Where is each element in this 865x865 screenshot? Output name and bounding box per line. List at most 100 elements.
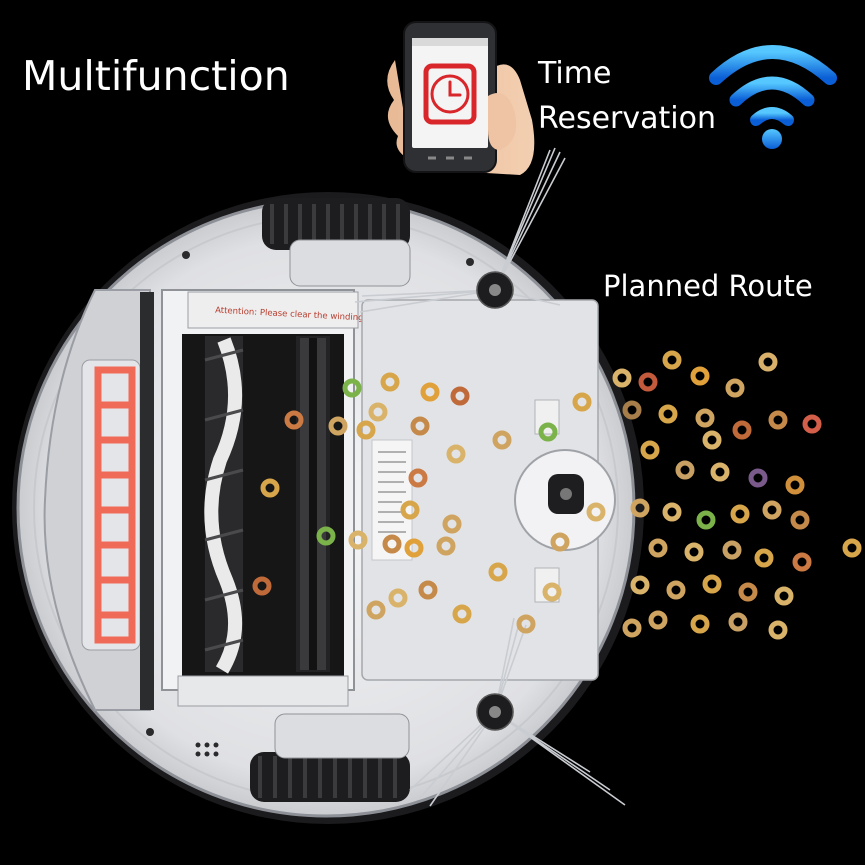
cereal-ring: [492, 430, 512, 450]
cereal-ring: [702, 574, 722, 594]
cereal-ring: [404, 538, 424, 558]
cereal-ring: [722, 540, 742, 560]
cereal-ring: [446, 444, 466, 464]
cereal-ring: [768, 410, 788, 430]
brush-guard-bar: [187, 291, 359, 329]
cereal-ring: [785, 475, 805, 495]
cereal-ring: [728, 612, 748, 632]
cereal-ring: [690, 366, 710, 386]
cereal-ring: [408, 468, 428, 488]
brush-end-cap-bottom: [177, 675, 349, 707]
screw-hole: [146, 728, 154, 736]
cereal-ring: [658, 404, 678, 424]
cereal-ring: [762, 500, 782, 520]
orange-filter: [94, 366, 136, 644]
side-brush-bottom: [409, 617, 626, 807]
cereal-ring: [418, 580, 438, 600]
cereal-ring: [768, 620, 788, 640]
cereal-ring: [400, 500, 420, 520]
bristle-roller: [204, 336, 244, 674]
phone-status-bar: [412, 38, 488, 46]
cereal-ring: [380, 372, 400, 392]
cereal-ring: [640, 440, 660, 460]
phone-in-hand: [387, 21, 535, 175]
cereal-ring: [420, 382, 440, 402]
time-reservation-caption-line2: Reservation: [538, 101, 716, 136]
cereal-ring: [690, 614, 710, 634]
cereal-ring: [366, 600, 386, 620]
thumb: [488, 93, 517, 150]
cereal-ring: [368, 402, 388, 422]
multifunction-caption: Multifunction: [22, 52, 290, 100]
cereal-ring: [550, 532, 570, 552]
cereal-ring: [328, 416, 348, 436]
cereal-ring: [842, 538, 862, 558]
cereal-ring: [675, 460, 695, 480]
cereal-ring: [792, 552, 812, 572]
cereal-ring: [316, 526, 336, 546]
bottom-wheel-hub: [274, 713, 410, 759]
cereal-ring: [586, 502, 606, 522]
cereal-ring: [695, 408, 715, 428]
cereal-ring: [662, 502, 682, 522]
cereal-ring: [710, 462, 730, 482]
cereal-ring: [630, 498, 650, 518]
robot-vacuum-underside: Attention: Please clear the winding in t…: [12, 147, 644, 824]
cereal-ring: [348, 530, 368, 550]
top-drive-wheel: [262, 198, 411, 287]
cereal-ring: [542, 582, 562, 602]
cereal-ring: [452, 604, 472, 624]
cereal-ring: [442, 514, 462, 534]
cereal-ring: [666, 580, 686, 600]
cereal-ring: [702, 430, 722, 450]
time-reservation-caption-line1: Time: [538, 56, 612, 91]
clock-icon: [423, 63, 477, 125]
cereal-ring: [252, 576, 272, 596]
cereal-ring: [790, 510, 810, 530]
screw-hole: [466, 258, 474, 266]
body-panel-right: [361, 299, 616, 681]
cereal-ring: [732, 420, 752, 440]
cereal-ring: [410, 416, 430, 436]
cereal-ring: [638, 372, 658, 392]
cereal-ring: [450, 386, 470, 406]
speaker-grill: [195, 742, 219, 757]
cereal-ring: [284, 410, 304, 430]
planned-route-caption: Planned Route: [603, 269, 813, 303]
cereal-ring: [662, 350, 682, 370]
cereal-ring: [730, 504, 750, 524]
cereal-ring: [388, 588, 408, 608]
bottom-drive-wheel: [250, 713, 410, 802]
cereal-ring: [622, 618, 642, 638]
cereal-rings: [252, 350, 862, 640]
cereal-ring: [572, 392, 592, 412]
main-brush-bay: Attention: Please clear the winding in t…: [161, 289, 396, 707]
cereal-ring: [696, 510, 716, 530]
cereal-ring: [436, 536, 456, 556]
cereal-ring: [260, 478, 280, 498]
top-wheel-hub: [289, 239, 411, 287]
cereal-ring: [648, 610, 668, 630]
cereal-ring: [516, 614, 536, 634]
spec-label-sticker: [371, 439, 413, 561]
cereal-ring: [684, 542, 704, 562]
cereal-ring: [725, 378, 745, 398]
cereal-ring: [758, 352, 778, 372]
cereal-ring: [382, 534, 402, 554]
cereal-ring: [356, 420, 376, 440]
cereal-ring: [612, 368, 632, 388]
dust-bin: [43, 289, 154, 711]
cereal-ring: [342, 378, 362, 398]
cereal-ring: [630, 575, 650, 595]
cereal-ring: [738, 582, 758, 602]
rubber-roller: [296, 336, 330, 672]
dust-bin-edge: [140, 292, 154, 710]
screw-hole: [182, 251, 190, 259]
cereal-ring: [622, 400, 642, 420]
side-brush-top: [354, 147, 566, 313]
cereal-ring: [754, 548, 774, 568]
cereal-ring: [488, 562, 508, 582]
wifi-icon: [709, 45, 837, 149]
cereal-ring: [648, 538, 668, 558]
